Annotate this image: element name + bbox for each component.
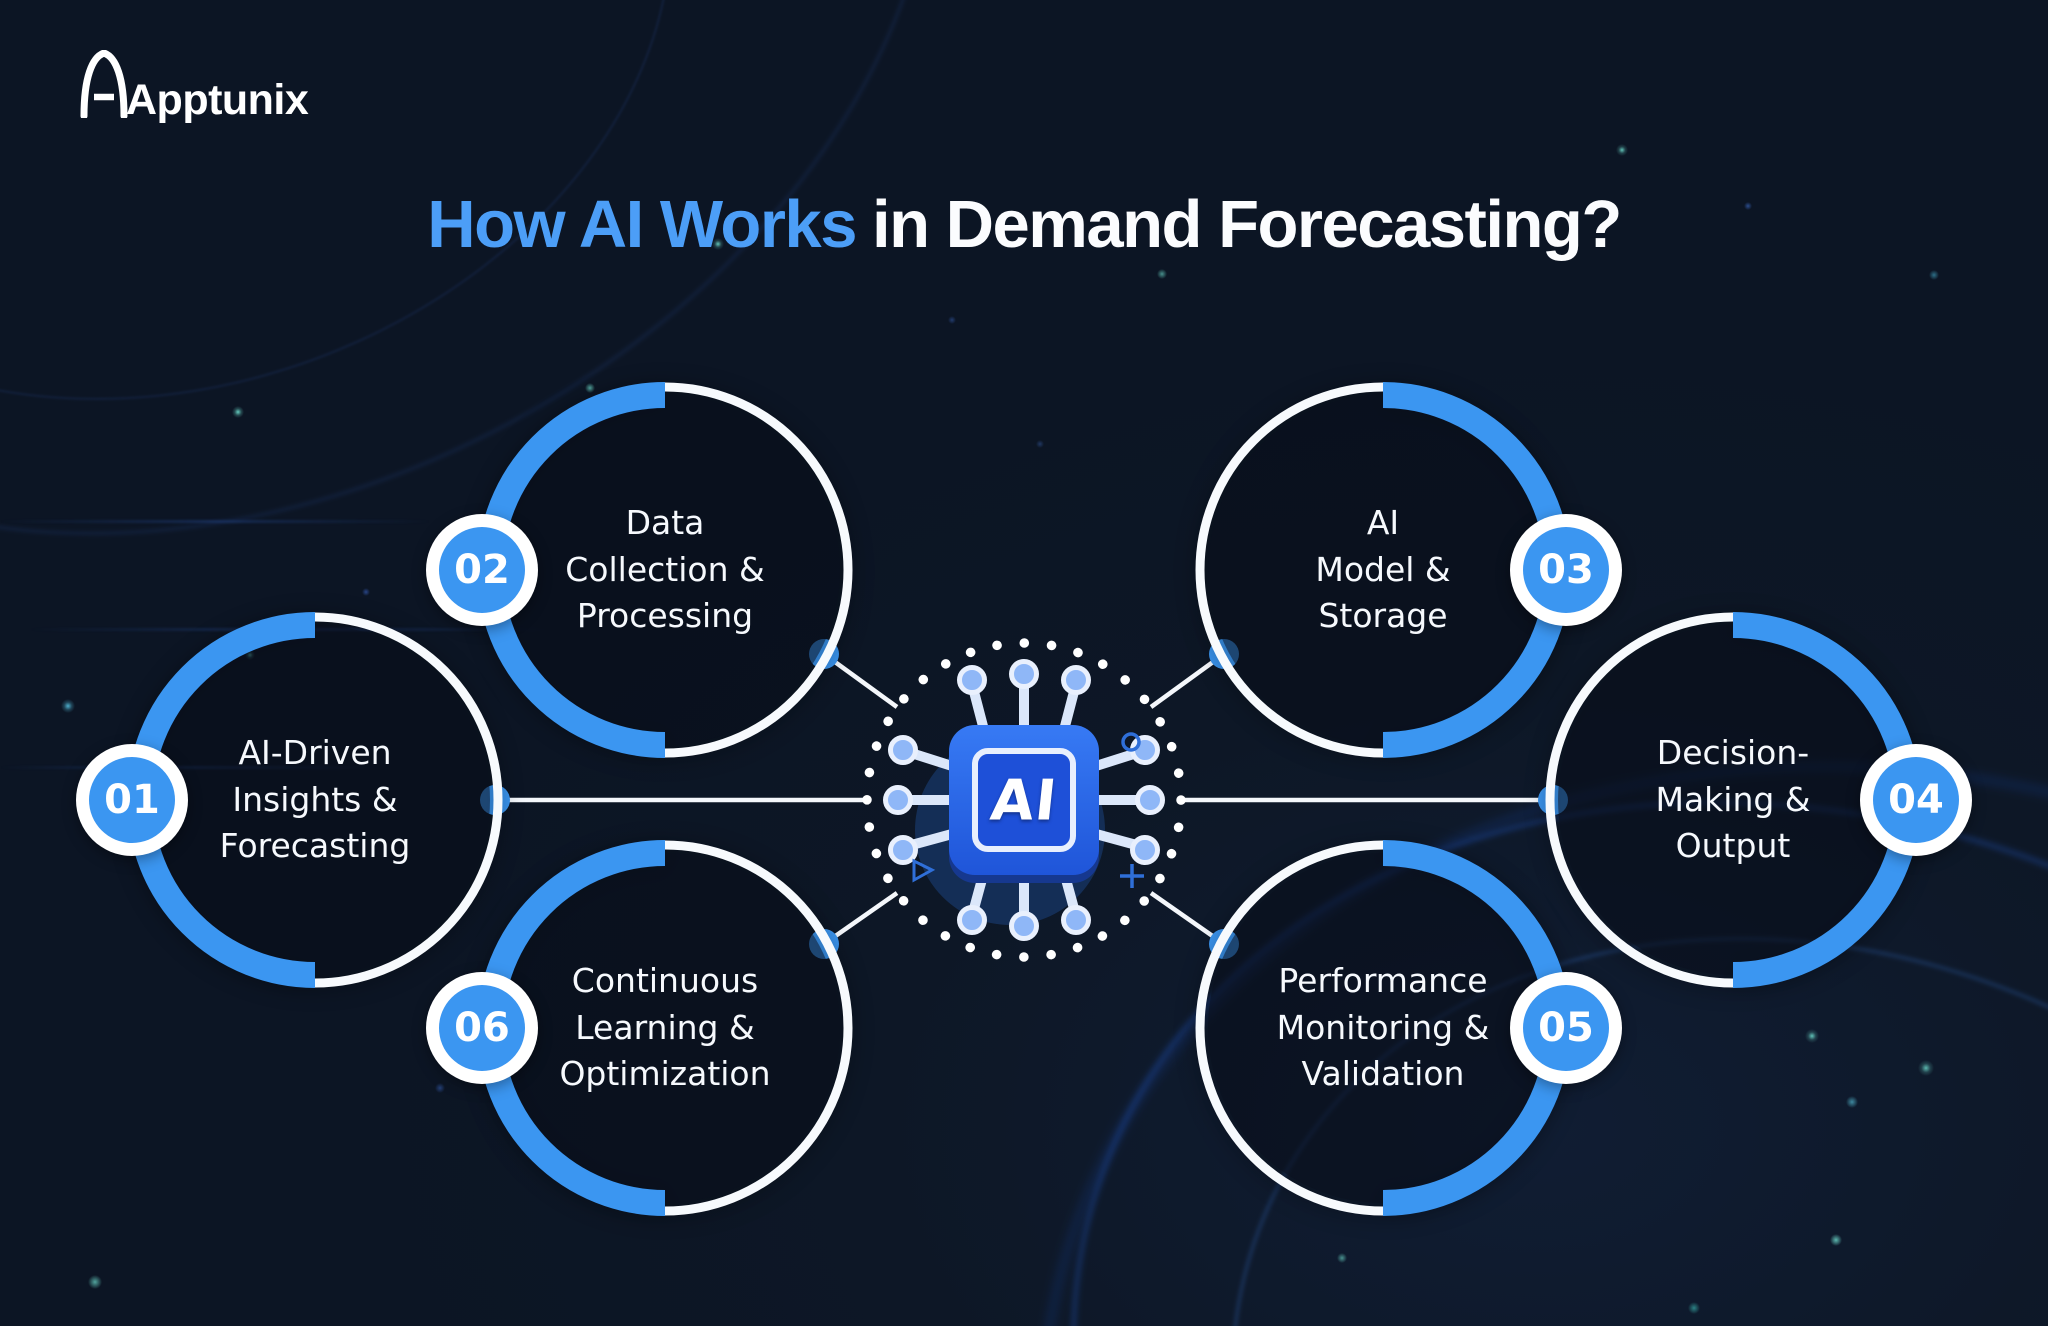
badge-03: 03 [1510,514,1622,626]
node-02-label: Data Collection & Processing [565,502,765,636]
badge-06: 06 [426,972,538,1084]
title-rest: in Demand Forecasting? [871,187,1622,262]
deco-triangle-icon [912,858,936,883]
connector-line-3 [1149,652,1226,709]
logo-arch-icon [80,50,128,118]
node-03-ring [1195,382,1571,758]
badge-02-number: 02 [439,527,525,613]
node-04: Decision- Making & Output [1528,595,1938,1005]
node-06-label: Continuous Learning & Optimization [559,960,771,1094]
node-01-label: AI-Driven Insights & Forecasting [219,732,411,866]
logo-text: Apptunix [126,75,309,124]
node-03-label: AI Model & Storage [1315,502,1451,636]
hub-dotted-ring [862,638,1186,962]
node-01: AI-Driven Insights & Forecasting [110,595,520,1005]
node-05-label: Performance Monitoring & Validation [1276,960,1490,1094]
badge-02: 02 [426,514,538,626]
deco-plus-icon [1120,864,1144,888]
badge-01: 01 [76,744,188,856]
node-04-ring [1545,612,1921,988]
apptunix-logo: Apptunix [78,50,309,124]
badge-04-number: 04 [1873,757,1959,843]
node-02: Data Collection & Processing [460,365,870,775]
badge-05: 05 [1510,972,1622,1084]
badge-03-number: 03 [1523,527,1609,613]
badge-05-number: 05 [1523,985,1609,1071]
title-highlight: How AI Works [427,187,857,262]
chip-label: AI [987,768,1061,834]
ai-chip-icon [883,659,1165,941]
deco-circle-icon [1121,732,1141,752]
badge-06-number: 06 [439,985,525,1071]
node-03: AI Model & Storage [1178,365,1588,775]
badge-01-number: 01 [89,757,175,843]
connector-line-2 [822,652,899,709]
hub-decorations [912,732,1144,888]
badge-04: 04 [1860,744,1972,856]
node-04-label: Decision- Making & Output [1655,732,1811,866]
